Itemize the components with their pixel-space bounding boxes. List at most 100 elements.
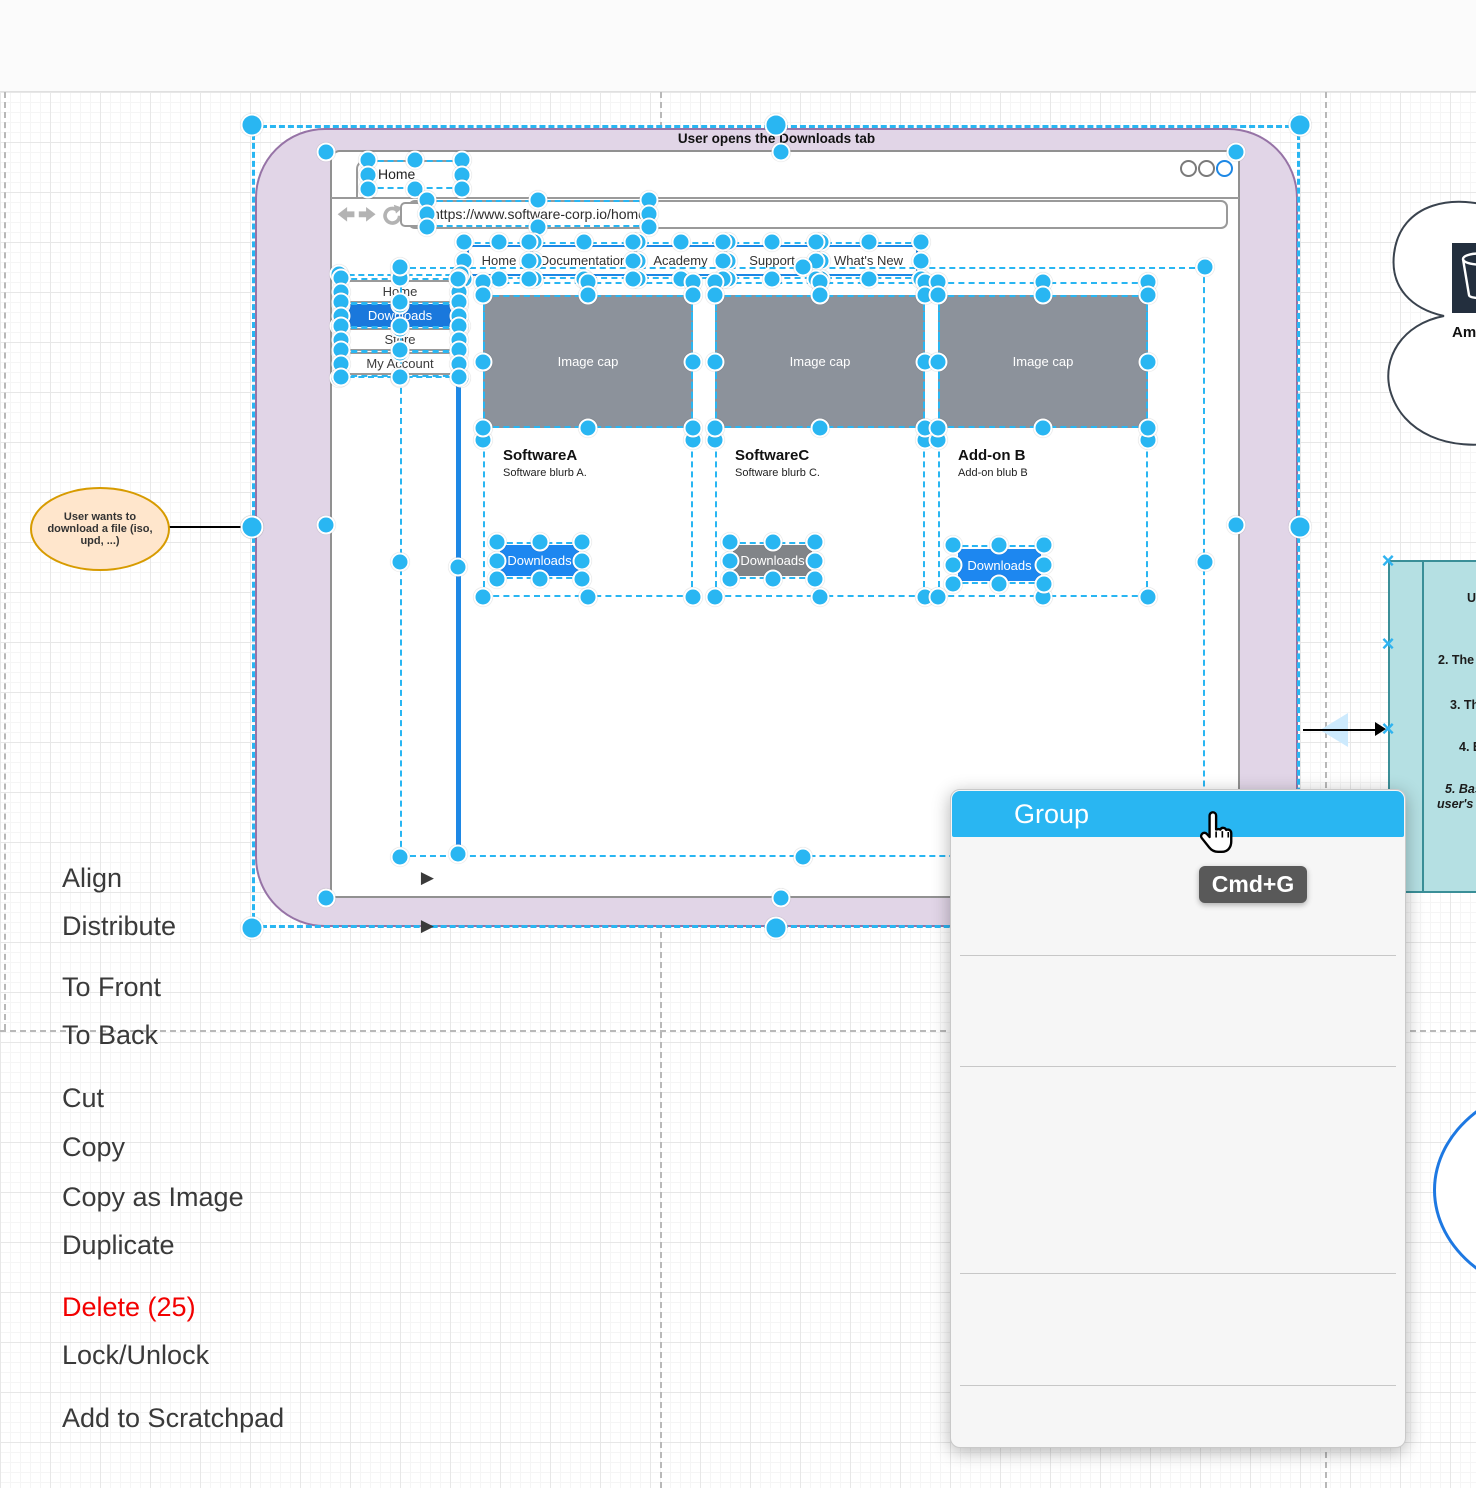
menu-item-align[interactable]: Align▶ [62, 862, 434, 893]
selection-handle[interactable] [530, 532, 549, 552]
selection-handle[interactable] [405, 150, 425, 170]
selection-handle[interactable] [705, 352, 725, 371]
selection-handle[interactable] [1033, 418, 1053, 438]
selection-handle[interactable] [683, 418, 703, 438]
url-text[interactable]: https://www.software-corp.io/home [432, 206, 646, 222]
selection-handle[interactable] [519, 232, 539, 252]
selection-handle[interactable] [390, 292, 410, 312]
selection-handle[interactable] [928, 285, 948, 305]
selection-handle[interactable] [578, 418, 598, 438]
selection-handle[interactable] [473, 352, 493, 371]
selection-handle[interactable] [911, 232, 931, 252]
selection-handle[interactable] [911, 251, 931, 270]
menu-item-lock-unlock[interactable]: Lock/Unlock [62, 1339, 210, 1370]
menu-item-distribute[interactable]: Distribute▶ [62, 910, 434, 941]
selection-handle[interactable] [943, 555, 963, 574]
selection-handle[interactable] [448, 269, 468, 289]
selection-handle[interactable] [928, 352, 948, 371]
selection-handle[interactable] [683, 285, 703, 305]
menu-item-copy[interactable]: Copy [62, 1131, 126, 1162]
selection-handle[interactable] [1138, 418, 1158, 438]
selection-handle[interactable] [989, 535, 1008, 555]
selection-handle[interactable] [240, 113, 264, 137]
menu-item-add-to-scratchpad[interactable]: Add to Scratchpad [62, 1402, 285, 1433]
window-control-circle[interactable] [1198, 160, 1215, 177]
menu-item-delete[interactable]: Delete (25) [62, 1291, 196, 1322]
selection-handle[interactable] [763, 532, 782, 552]
card-image-placeholder[interactable]: Image cap [938, 295, 1148, 428]
selection-handle[interactable] [487, 551, 507, 570]
selection-handle[interactable] [762, 269, 782, 289]
browser-nav-icons[interactable] [334, 201, 404, 229]
selection-handle[interactable] [489, 269, 509, 289]
selection-handle[interactable] [390, 340, 410, 360]
selection-handle[interactable] [572, 532, 592, 552]
selection-handle[interactable] [859, 269, 878, 289]
selection-handle[interactable] [1195, 552, 1215, 572]
selection-handle[interactable] [1034, 574, 1054, 594]
connector-note-to-frame[interactable] [168, 526, 253, 528]
selection-handle[interactable] [943, 574, 963, 594]
menu-item-cut[interactable]: Cut [62, 1082, 105, 1113]
selection-handle[interactable] [989, 574, 1008, 594]
selection-handle[interactable] [449, 367, 469, 387]
selection-handle[interactable] [316, 515, 336, 535]
selection-handle[interactable] [810, 285, 830, 305]
selection-handle[interactable] [720, 532, 740, 552]
selection-handle[interactable] [810, 418, 830, 438]
selection-handle[interactable] [805, 532, 825, 552]
selection-handle[interactable] [390, 552, 410, 572]
selection-handle[interactable] [639, 217, 659, 237]
selection-handle[interactable] [713, 251, 733, 270]
selection-handle[interactable] [578, 587, 598, 607]
menu-item-copy-as-image[interactable]: Copy as Image [62, 1181, 244, 1212]
selection-handle[interactable] [683, 587, 703, 607]
selection-handle[interactable] [331, 367, 351, 387]
selection-handle[interactable] [705, 418, 725, 438]
selection-handle[interactable] [720, 551, 740, 570]
selection-handle[interactable] [487, 569, 507, 589]
selection-handle[interactable] [578, 285, 598, 305]
selection-handle[interactable] [793, 257, 812, 277]
selection-handle[interactable] [623, 269, 643, 289]
selection-handle[interactable] [762, 232, 782, 252]
selection-handle[interactable] [623, 251, 643, 270]
selection-handle[interactable] [764, 916, 788, 940]
selection-handle[interactable] [805, 569, 825, 589]
menu-item-group[interactable]: Group [952, 791, 1404, 837]
selection-handle[interactable] [454, 232, 474, 252]
selection-handle[interactable] [316, 888, 336, 908]
menu-item-to-back[interactable]: To Back [62, 1019, 159, 1050]
selection-handle[interactable] [771, 142, 791, 162]
card-image-placeholder[interactable]: Image cap [715, 295, 925, 428]
selection-handle[interactable] [1288, 113, 1312, 137]
selection-handle[interactable] [489, 232, 509, 252]
card-image-placeholder[interactable]: Image cap [483, 295, 693, 428]
amazon-s3-icon[interactable] [1452, 243, 1476, 313]
selection-handle[interactable] [623, 232, 643, 252]
note-oval[interactable]: User wants to download a file (iso, upd,… [30, 487, 170, 571]
selection-handle[interactable] [764, 113, 788, 137]
selection-handle[interactable] [358, 179, 378, 199]
selection-handle[interactable] [530, 569, 549, 589]
connector-to-steps[interactable] [1303, 729, 1379, 731]
window-control-circle[interactable] [1216, 160, 1233, 177]
steps-note-box[interactable] [1388, 560, 1476, 893]
selection-handle[interactable] [859, 232, 878, 252]
selection-handle[interactable] [1138, 352, 1158, 371]
selection-handle[interactable] [771, 888, 791, 908]
window-control-circle[interactable] [1180, 160, 1197, 177]
selection-handle[interactable] [390, 316, 410, 336]
selection-handle[interactable] [713, 232, 733, 252]
selection-handle[interactable] [928, 418, 948, 438]
selection-handle[interactable] [810, 587, 830, 607]
selection-handle[interactable] [1138, 587, 1158, 607]
selection-handle[interactable] [1226, 142, 1246, 162]
selection-handle[interactable] [793, 847, 812, 867]
selection-handle[interactable] [683, 352, 703, 371]
selection-handle[interactable] [705, 587, 725, 607]
selection-handle[interactable] [1034, 555, 1054, 574]
selection-handle[interactable] [448, 557, 468, 577]
selection-handle[interactable] [1033, 285, 1053, 305]
selection-handle[interactable] [1288, 515, 1312, 538]
